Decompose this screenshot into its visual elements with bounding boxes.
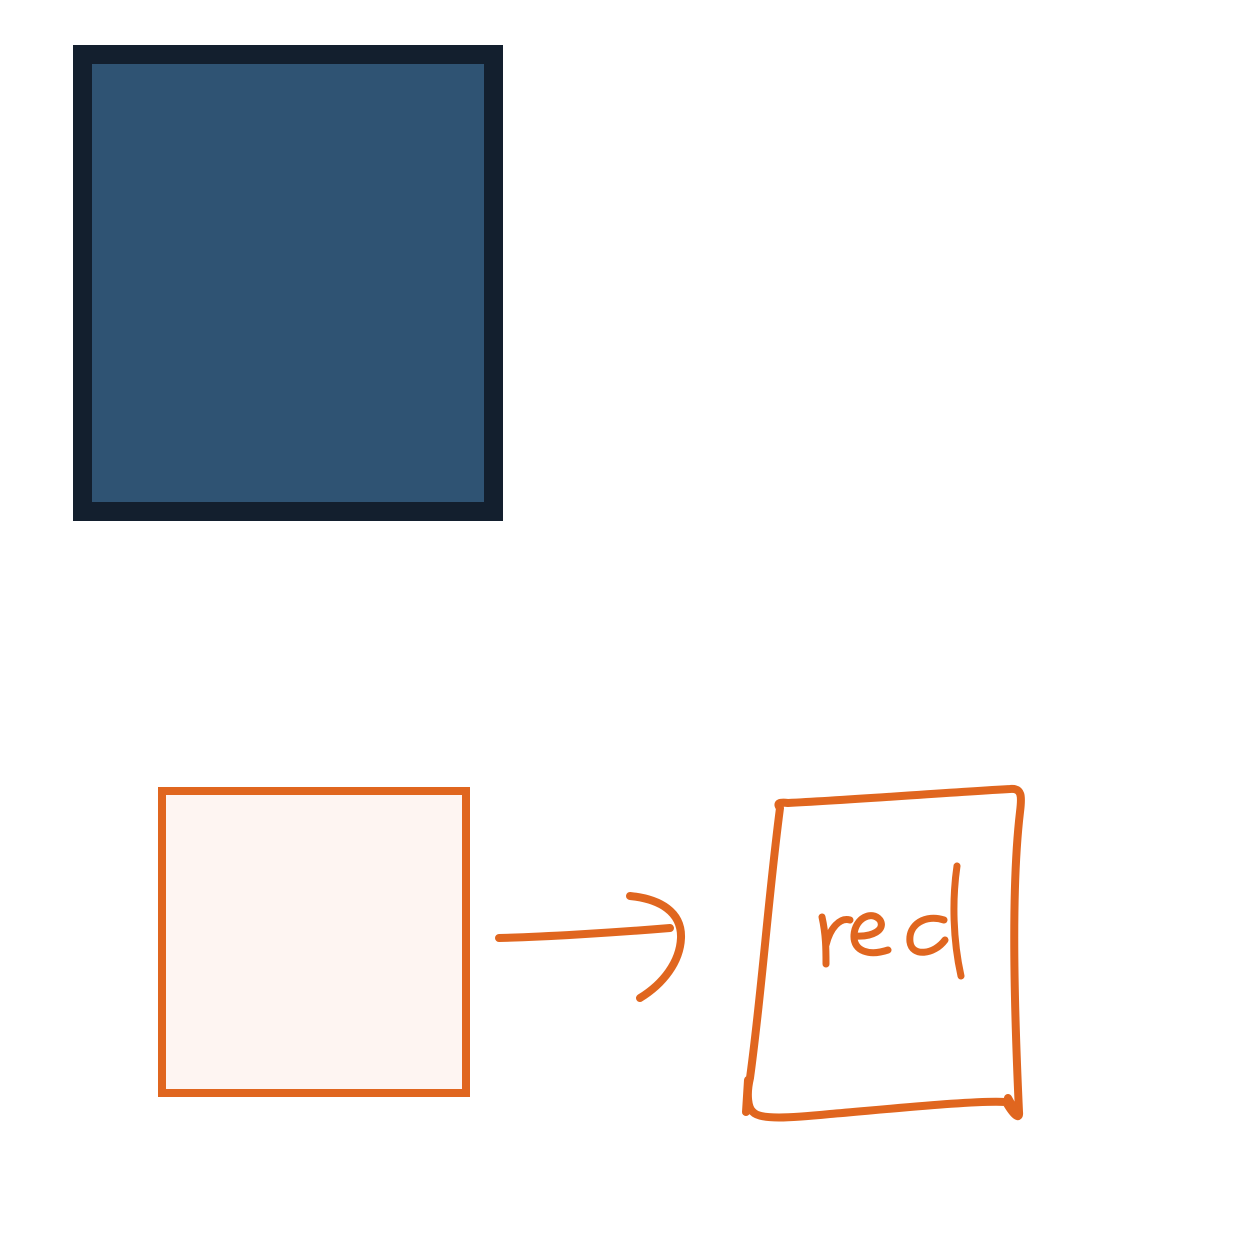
- sketch-box-overshoots: [742, 1076, 1022, 1120]
- handwritten-e: [850, 912, 892, 957]
- arrow-head: [626, 892, 686, 1002]
- arrow-shaft: [495, 924, 674, 942]
- handwritten-r: [818, 913, 854, 968]
- sketch-box-label: [818, 862, 965, 980]
- arrow-icon: [495, 892, 686, 1002]
- sketch-box-overshoot-right: [1004, 1094, 1022, 1120]
- dark-square: [73, 45, 503, 521]
- sketch-box-overshoot-left: [742, 1076, 752, 1116]
- handwritten-d: [906, 862, 965, 980]
- light-square: [158, 787, 470, 1097]
